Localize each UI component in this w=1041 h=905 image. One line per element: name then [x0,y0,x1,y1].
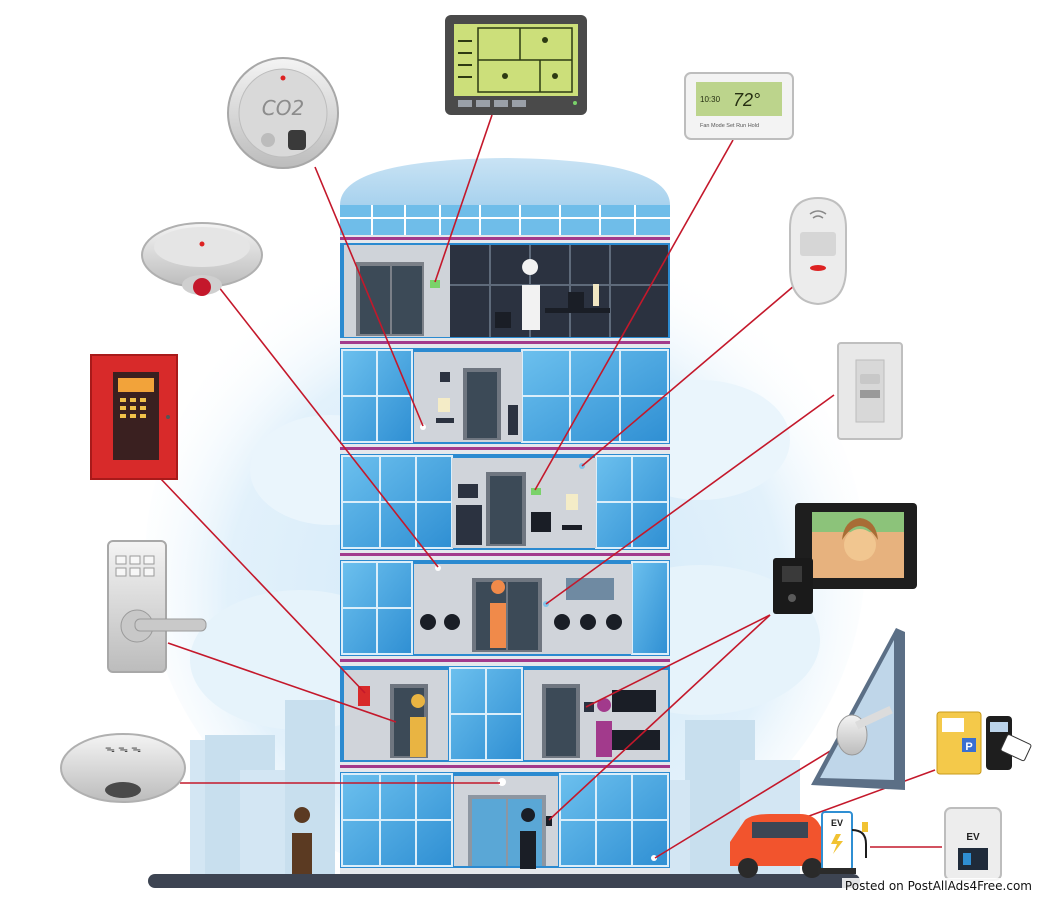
electric-car [730,814,830,878]
co2-label: CO2 [262,96,304,120]
keypad-mount [546,816,552,826]
motion-sensor [789,196,847,306]
connection-wires [159,114,942,859]
wall-occupancy-switch [837,342,903,440]
room-floor-3 [414,564,632,654]
thermostat-temp: 72° [733,90,760,110]
room-top-floor [344,245,668,337]
room-floor-4 [452,458,596,548]
occupancy-mount [498,778,506,786]
city-skyline [190,700,800,880]
ev-wall-charger: EV [944,807,1002,881]
floor-slabs [340,235,670,876]
ev-charger-label: EV [966,832,980,843]
touch-control-panel [445,15,587,115]
room-floor-5 [414,352,522,442]
ceiling-occupancy-sensor: ᯓ ᯓ ᯓ [60,733,186,803]
thermostat-buttons: Fan Mode Set Run Hold [700,123,759,129]
lobby [454,776,657,869]
co2-detector: CO2 [227,57,339,169]
co2-mount [420,424,426,430]
occupancy-symbol: ᯓ ᯓ ᯓ [105,744,141,755]
fire-panel-mount [358,686,370,706]
parking-pay-station: P [936,711,1032,775]
smoke-mount [435,565,441,571]
room-floor-2 [344,670,668,760]
smoke-detector [141,222,263,296]
watermark-text: Posted on PostAllAds4Free.com [841,878,1035,894]
thermostat-time: 10:30 [700,95,721,104]
window-sensor [811,628,905,790]
fire-alarm-panel [90,354,178,480]
video-intercom [773,503,917,614]
thermostat-mount [430,280,440,288]
thermostat: 10:30 72° Fan Mode Set Run Hold [684,72,794,140]
ev-charging-station: EV [818,811,868,874]
building-roof [340,158,670,205]
pedestrian [292,807,312,875]
building [292,158,670,876]
ground-road [148,874,860,888]
keypad-door-lock [107,540,207,673]
thermostat-mount-2 [531,488,541,495]
intercom-mount [584,702,594,712]
parking-label: P [965,741,972,753]
door-sensor-mount [651,855,657,861]
ev-tag-label: EV [831,818,843,828]
